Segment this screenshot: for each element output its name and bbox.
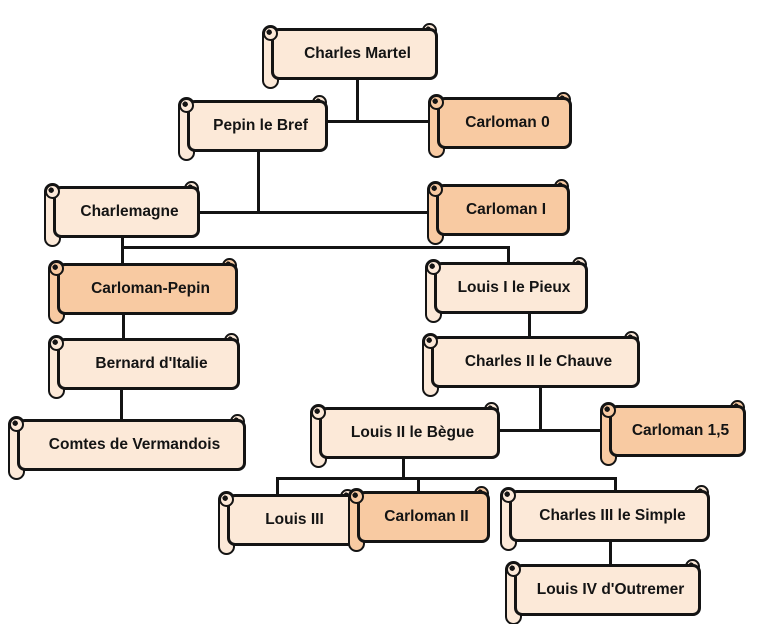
scroll-body bbox=[437, 97, 572, 149]
scroll-curl-top-left-icon bbox=[349, 489, 364, 504]
scroll-curl-top-left-icon bbox=[601, 403, 616, 418]
scroll-body bbox=[187, 100, 328, 152]
scroll-curl-top-left-icon bbox=[49, 336, 64, 351]
node-louis-i-le-pieux[interactable]: Louis I le Pieux bbox=[425, 257, 588, 323]
node-label: Carloman I bbox=[465, 201, 547, 218]
scroll-curl-top-left-icon bbox=[501, 488, 516, 503]
node-louis-ii-le-begue[interactable]: Louis II le Bègue bbox=[310, 402, 500, 468]
connector-begue-children bbox=[276, 477, 617, 480]
scroll-body bbox=[357, 491, 490, 543]
node-label: Charles Martel bbox=[304, 45, 411, 62]
node-carloman-0[interactable]: Carloman 0 bbox=[428, 92, 572, 158]
node-label: Louis IV d'Outremer bbox=[536, 581, 685, 598]
connector-charles-iii-louis-iv bbox=[609, 541, 612, 565]
connector-louis-i-charles-ii bbox=[528, 313, 531, 337]
node-carloman-ii[interactable]: Carloman II bbox=[348, 486, 490, 552]
connector-to-louis-iii bbox=[276, 477, 279, 495]
scroll-body bbox=[434, 262, 588, 314]
scroll-curl-top-left-icon bbox=[9, 417, 24, 432]
connector-charles-martel-down bbox=[356, 80, 359, 123]
scroll-curl-top-left-icon bbox=[49, 261, 64, 276]
node-label: Carloman-Pepin bbox=[91, 280, 210, 297]
node-label: Bernard d'Italie bbox=[95, 355, 208, 372]
scroll-curl-top-left-icon bbox=[423, 334, 438, 349]
scroll-body bbox=[319, 407, 500, 459]
scroll-curl-top-left-icon bbox=[219, 492, 234, 507]
scroll-body bbox=[514, 564, 701, 616]
scroll-body bbox=[57, 263, 238, 315]
scroll-body bbox=[431, 336, 640, 388]
connector-charlemagne-carlomani-sibling bbox=[198, 211, 428, 214]
node-pepin-le-bref[interactable]: Pepin le Bref bbox=[178, 95, 328, 161]
node-charlemagne[interactable]: Charlemagne bbox=[44, 181, 200, 247]
scroll-body bbox=[609, 405, 746, 457]
node-charles-martel[interactable]: Charles Martel bbox=[262, 23, 438, 89]
node-comtes-de-vermandois[interactable]: Comtes de Vermandois bbox=[8, 414, 246, 480]
node-carloman-i[interactable]: Carloman I bbox=[427, 179, 570, 245]
scroll-curl-top-left-icon bbox=[429, 95, 444, 110]
connector-to-carloman-ii bbox=[417, 477, 420, 492]
node-label: Carloman 1,5 bbox=[631, 422, 730, 439]
node-louis-iii[interactable]: Louis III bbox=[218, 489, 356, 555]
node-louis-iv-d-outremer[interactable]: Louis IV d'Outremer bbox=[505, 559, 701, 624]
node-label: Louis I le Pieux bbox=[457, 279, 571, 296]
scroll-body bbox=[436, 184, 570, 236]
node-carloman-1-5[interactable]: Carloman 1,5 bbox=[600, 400, 746, 466]
connector-bernard-comtes bbox=[120, 389, 123, 420]
scroll-body bbox=[17, 419, 246, 471]
connector-carloman-pepin-bernard bbox=[122, 314, 125, 339]
connector-charlemagne-children bbox=[121, 246, 509, 249]
node-label: Carloman II bbox=[384, 508, 469, 525]
node-charles-ii-le-chauve[interactable]: Charles II le Chauve bbox=[422, 331, 640, 397]
node-charles-iii-le-simple[interactable]: Charles III le Simple bbox=[500, 485, 710, 551]
scroll-curl-top-left-icon bbox=[45, 184, 60, 199]
connector-to-louis-i bbox=[507, 246, 510, 263]
scroll-curl-top-left-icon bbox=[426, 260, 441, 275]
connector-charles-ii-down bbox=[539, 387, 542, 432]
connector-charlemagne-down bbox=[121, 238, 124, 264]
connector-begue-carloman15-sibling bbox=[500, 429, 601, 432]
node-label: Pepin le Bref bbox=[213, 117, 308, 134]
scroll-curl-top-left-icon bbox=[506, 562, 521, 577]
scroll-curl-top-left-icon bbox=[311, 405, 326, 420]
scroll-body bbox=[509, 490, 710, 542]
node-bernard-d-italie[interactable]: Bernard d'Italie bbox=[48, 333, 240, 399]
connector-pepin-carloman0-sibling bbox=[328, 120, 429, 123]
node-label: Charles II le Chauve bbox=[464, 353, 613, 370]
node-label: Louis III bbox=[265, 511, 324, 528]
node-label: Charles III le Simple bbox=[539, 507, 686, 524]
scroll-body bbox=[271, 28, 438, 80]
connector-to-charles-iii bbox=[614, 477, 617, 491]
node-carloman-pepin[interactable]: Carloman-Pepin bbox=[48, 258, 238, 324]
node-label: Comtes de Vermandois bbox=[48, 436, 221, 453]
connector-pepin-down bbox=[257, 152, 260, 214]
connector-begue-down bbox=[402, 458, 405, 480]
node-label: Charlemagne bbox=[80, 203, 179, 220]
scroll-curl-top-left-icon bbox=[263, 26, 278, 41]
node-label: Carloman 0 bbox=[465, 114, 550, 131]
scroll-body bbox=[227, 494, 356, 546]
scroll-curl-top-left-icon bbox=[428, 182, 443, 197]
scroll-body bbox=[53, 186, 200, 238]
node-label: Louis II le Bègue bbox=[350, 424, 475, 441]
scroll-body bbox=[57, 338, 240, 390]
scroll-curl-top-left-icon bbox=[179, 98, 194, 113]
